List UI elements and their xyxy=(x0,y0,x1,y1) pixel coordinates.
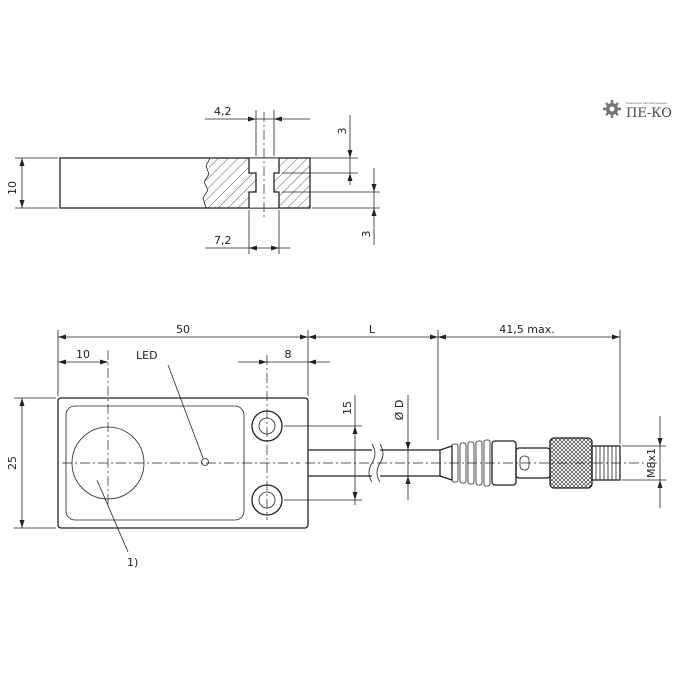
side-section-view: 4,2 7,2 10 3 xyxy=(6,105,380,254)
m8-connector xyxy=(439,437,621,489)
led-label: LED xyxy=(136,349,204,459)
dim-hole-top: 4,2 xyxy=(205,105,310,156)
svg-text:10: 10 xyxy=(76,348,90,361)
dim-cable-length: L xyxy=(308,323,439,440)
svg-text:M8x1: M8x1 xyxy=(645,448,658,478)
svg-text:50: 50 xyxy=(176,323,190,336)
svg-text:Ø D: Ø D xyxy=(393,400,406,421)
dim-cable-diameter: Ø D xyxy=(390,395,415,500)
cable xyxy=(305,443,660,483)
company-logo: Компания Автоматизации ПЕ-КО xyxy=(603,100,672,121)
svg-text:4,2: 4,2 xyxy=(214,105,232,118)
svg-text:LED: LED xyxy=(136,349,158,362)
svg-text:10: 10 xyxy=(6,181,19,195)
logo-text: ПЕ-КО xyxy=(626,106,672,121)
svg-text:15: 15 xyxy=(341,401,354,415)
front-view: 50 L 41,5 max. 10 xyxy=(6,323,666,569)
svg-text:3: 3 xyxy=(336,128,349,135)
dim-body-length: 50 xyxy=(57,323,309,396)
gear-icon xyxy=(603,100,621,118)
logo-tagline: Компания Автоматизации xyxy=(626,101,667,105)
svg-text:1): 1) xyxy=(127,556,138,569)
dim-thread: M8x1 xyxy=(622,416,666,508)
dim-side-height: 10 xyxy=(6,157,58,209)
dim-hole-spacing: 15 xyxy=(284,395,362,505)
dim-step-bottom: 3 xyxy=(282,168,380,245)
knurled-nut xyxy=(549,437,593,489)
dim-step-top: 3 xyxy=(282,115,358,185)
break-line xyxy=(202,157,211,209)
note-marker: 1) xyxy=(96,479,138,569)
dim-sensor-offset: 10 xyxy=(58,348,108,365)
svg-text:3: 3 xyxy=(360,231,373,238)
svg-text:25: 25 xyxy=(6,456,19,470)
svg-text:41,5 max.: 41,5 max. xyxy=(499,323,554,336)
dim-hole-bottom: 7,2 xyxy=(205,210,290,254)
dim-connector-length: 41,5 max. xyxy=(438,323,621,444)
svg-text:L: L xyxy=(369,323,376,336)
dim-body-height: 25 xyxy=(6,397,56,529)
svg-text:7,2: 7,2 xyxy=(214,234,232,247)
svg-text:8: 8 xyxy=(285,348,292,361)
dim-hole-offset: 8 xyxy=(238,348,330,365)
led-indicator xyxy=(201,458,209,466)
